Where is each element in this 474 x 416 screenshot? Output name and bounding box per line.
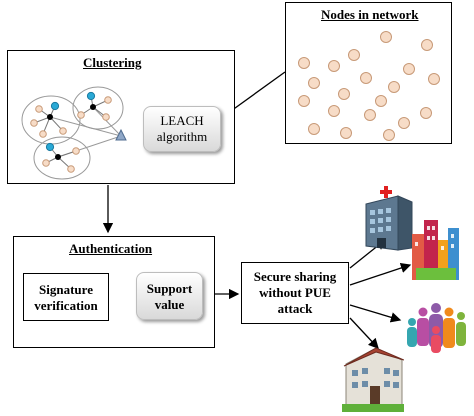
- cluster-head-3: [55, 154, 61, 160]
- link-head2-base: [92, 106, 122, 137]
- cluster-head-marker-3: [45, 142, 55, 152]
- leach-algorithm-box: LEACH algorithm: [143, 106, 221, 152]
- network-nodes-plot: [298, 31, 440, 141]
- nodes-in-network-title: Nodes in network: [321, 7, 419, 22]
- algorithm-label: algorithm: [156, 129, 208, 144]
- authentication-title: Authentication: [69, 241, 153, 256]
- network-node: [308, 123, 320, 135]
- cluster-head-marker-2: [86, 91, 96, 101]
- arrow-to-city: [349, 262, 412, 286]
- secure-sharing-label: Secure sharing: [253, 269, 337, 284]
- network-node: [403, 63, 415, 75]
- without-pue-label: without PUE: [259, 285, 331, 300]
- clustering-box: Clustering: [7, 50, 235, 184]
- base-station-icon: [115, 128, 127, 141]
- network-node: [298, 95, 310, 107]
- network-node: [421, 39, 433, 51]
- network-node: [348, 49, 360, 61]
- verification-label: verification: [34, 298, 98, 313]
- network-node: [360, 72, 372, 84]
- authentication-box: Authentication Signature verification Su…: [13, 236, 215, 348]
- network-node: [380, 31, 392, 43]
- nodes-in-network-box: Nodes in network: [285, 2, 452, 144]
- network-node: [420, 107, 432, 119]
- city-buildings-icon: [412, 220, 459, 280]
- cluster-ellipse-1: [21, 95, 81, 145]
- clustering-title: Clustering: [83, 55, 142, 70]
- network-node-group: [298, 31, 440, 141]
- support-label: Support: [146, 281, 193, 296]
- network-node: [398, 117, 410, 129]
- network-node: [364, 109, 376, 121]
- network-node: [298, 57, 310, 69]
- attack-label: attack: [277, 301, 313, 316]
- signature-verification-box: Signature verification: [23, 273, 109, 321]
- person-icon: [417, 307, 429, 346]
- person-icon: [456, 312, 466, 346]
- network-node: [383, 129, 395, 141]
- person-icon: [443, 307, 455, 348]
- cluster-head-marker-1: [50, 101, 60, 111]
- person-icon: [407, 318, 417, 347]
- hospital-icon: [365, 186, 413, 251]
- cluster-head-2: [90, 104, 96, 110]
- people-group-icon: [407, 303, 466, 353]
- signature-label: Signature: [39, 282, 93, 297]
- network-node: [388, 81, 400, 93]
- cluster-ellipse-2: [72, 86, 124, 130]
- person-icon: [431, 326, 441, 353]
- arrow-to-school: [349, 317, 379, 349]
- support-value-box: Support value: [136, 272, 203, 320]
- cluster-illustration: [21, 86, 127, 180]
- network-node: [308, 77, 320, 89]
- cluster-ellipse-3: [33, 136, 91, 180]
- school-building-icon: [342, 347, 404, 412]
- arrow-to-people: [349, 304, 402, 323]
- cluster-head-1: [47, 114, 53, 120]
- leach-label: LEACH: [160, 113, 204, 128]
- network-node: [340, 127, 352, 139]
- network-node: [328, 105, 340, 117]
- network-node: [338, 88, 350, 100]
- value-label: value: [154, 297, 185, 312]
- link-head1-base: [49, 116, 122, 137]
- secure-sharing-box: Secure sharing without PUE attack: [241, 262, 349, 324]
- network-node: [328, 60, 340, 72]
- network-node: [428, 73, 440, 85]
- network-node: [375, 95, 387, 107]
